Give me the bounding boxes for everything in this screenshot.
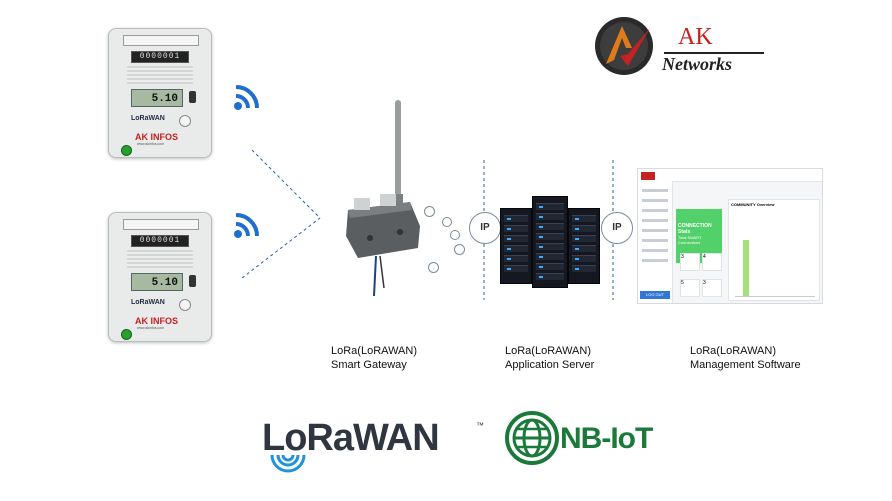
dashboard-topbar [672, 169, 822, 182]
meter-header [123, 35, 199, 46]
ip-badge-1: IP [469, 212, 501, 244]
label-software: LoRa(LoRAWAN) Management Software [690, 344, 801, 372]
signal-bubble [428, 262, 439, 273]
link-meter2-gateway [241, 217, 321, 279]
logo-ak-text: AK [678, 24, 713, 50]
logo-networks-text: Networks [662, 54, 733, 74]
chart-bar [743, 240, 749, 296]
lorawan-tm: ™ [476, 421, 484, 430]
meter-header [123, 219, 199, 230]
meter-brand-sub: www.akinfos.com [137, 142, 165, 146]
meter-lcd-reading: 5.10 [131, 89, 183, 107]
meter-brand-text: AK INFOS [135, 132, 179, 142]
application-server-icon [500, 196, 600, 288]
dashboard-tile: 5 [680, 279, 700, 297]
connection-card-subtitle: Total SMART Connections [678, 235, 702, 245]
lorawan-logo: LoRaWAN ™ [262, 415, 492, 475]
meter-button [189, 91, 196, 103]
meter-led [121, 145, 132, 156]
meter-brand: AK INFOS [135, 316, 178, 326]
signal-bubble [424, 206, 435, 217]
nbiot-logo: NB-IoT [504, 410, 684, 470]
meter-counter: 0000001 [131, 51, 189, 63]
link-meter1-gateway [251, 149, 321, 219]
dashboard-tile: 4 [702, 253, 722, 271]
chart-baseline [735, 296, 815, 297]
label-server-line1: LoRa(LoRAWAN) [505, 345, 591, 357]
meter-brand-text: AK INFOS [135, 316, 179, 326]
meter-counter: 0000001 [131, 235, 189, 247]
overview-chart-title: COMMUNITY Overview [731, 202, 775, 207]
meter-button [189, 275, 196, 287]
signal-bubble [450, 230, 460, 240]
connection-card-title: CONNECTION Stats [678, 223, 712, 235]
server-rack-left [500, 208, 532, 284]
signal-bubble [454, 244, 465, 255]
nbiot-logo-text: NB-IoT [560, 422, 653, 455]
ak-emblem-icon [595, 17, 653, 75]
lorawan-logo-text: LoRaWAN [262, 417, 440, 459]
signal-bubble [442, 217, 452, 227]
server-rack-center [532, 196, 568, 288]
dashboard-tile: 3 [680, 253, 700, 271]
meter-brand-sub: www.akinfos.com [137, 326, 165, 330]
smart-meter-1: 0000001 5.10 LoRaWAN AK INFOS www.akinfo… [108, 28, 212, 158]
label-gateway: LoRa(LoRAWAN) Smart Gateway [331, 344, 417, 372]
dashboard-logout-button: LOG OUT [640, 291, 670, 299]
label-software-line1: LoRa(LoRAWAN) [690, 345, 776, 357]
meter-led [121, 329, 132, 340]
nbiot-globe-icon [505, 411, 559, 465]
label-server-line2: Application Server [505, 359, 595, 371]
label-server: LoRa(LoRAWAN) Application Server [505, 344, 594, 372]
wireless-signal-icon-1 [234, 85, 259, 110]
logo-divider [664, 52, 764, 54]
label-gateway-line1: LoRa(LoRAWAN) [331, 345, 417, 357]
label-gateway-line2: Smart Gateway [331, 359, 407, 371]
management-dashboard-screenshot: LOG OUT CONNECTION Stats Total SMART Con… [637, 168, 823, 304]
meter-lcd-reading: 5.10 [131, 273, 183, 291]
ak-networks-logo: AK Networks [592, 14, 772, 78]
meter-protocol-label: LoRaWAN [131, 115, 165, 122]
meter-specs [127, 250, 193, 268]
dashboard-sidebar: LOG OUT [638, 169, 673, 303]
meter-specs [127, 66, 193, 84]
wireless-signal-icon-2 [234, 213, 259, 238]
lorawan-signal-icon [270, 454, 306, 473]
dashboard-tile: 3 [702, 279, 722, 297]
meter-protocol-label: LoRaWAN [131, 299, 165, 306]
meter-brand: AK INFOS [135, 132, 178, 142]
meter-knob [179, 115, 191, 127]
dashboard-overview-chart: COMMUNITY Overview [728, 199, 820, 301]
label-software-line2: Management Software [690, 359, 801, 371]
dashboard-logo [641, 172, 655, 180]
ip-badge-2: IP [601, 212, 633, 244]
server-rack-right [568, 208, 600, 284]
smart-meter-2: 0000001 5.10 LoRaWAN AK INFOS www.akinfo… [108, 212, 212, 342]
meter-knob [179, 299, 191, 311]
lora-gateway-icon [346, 100, 420, 297]
